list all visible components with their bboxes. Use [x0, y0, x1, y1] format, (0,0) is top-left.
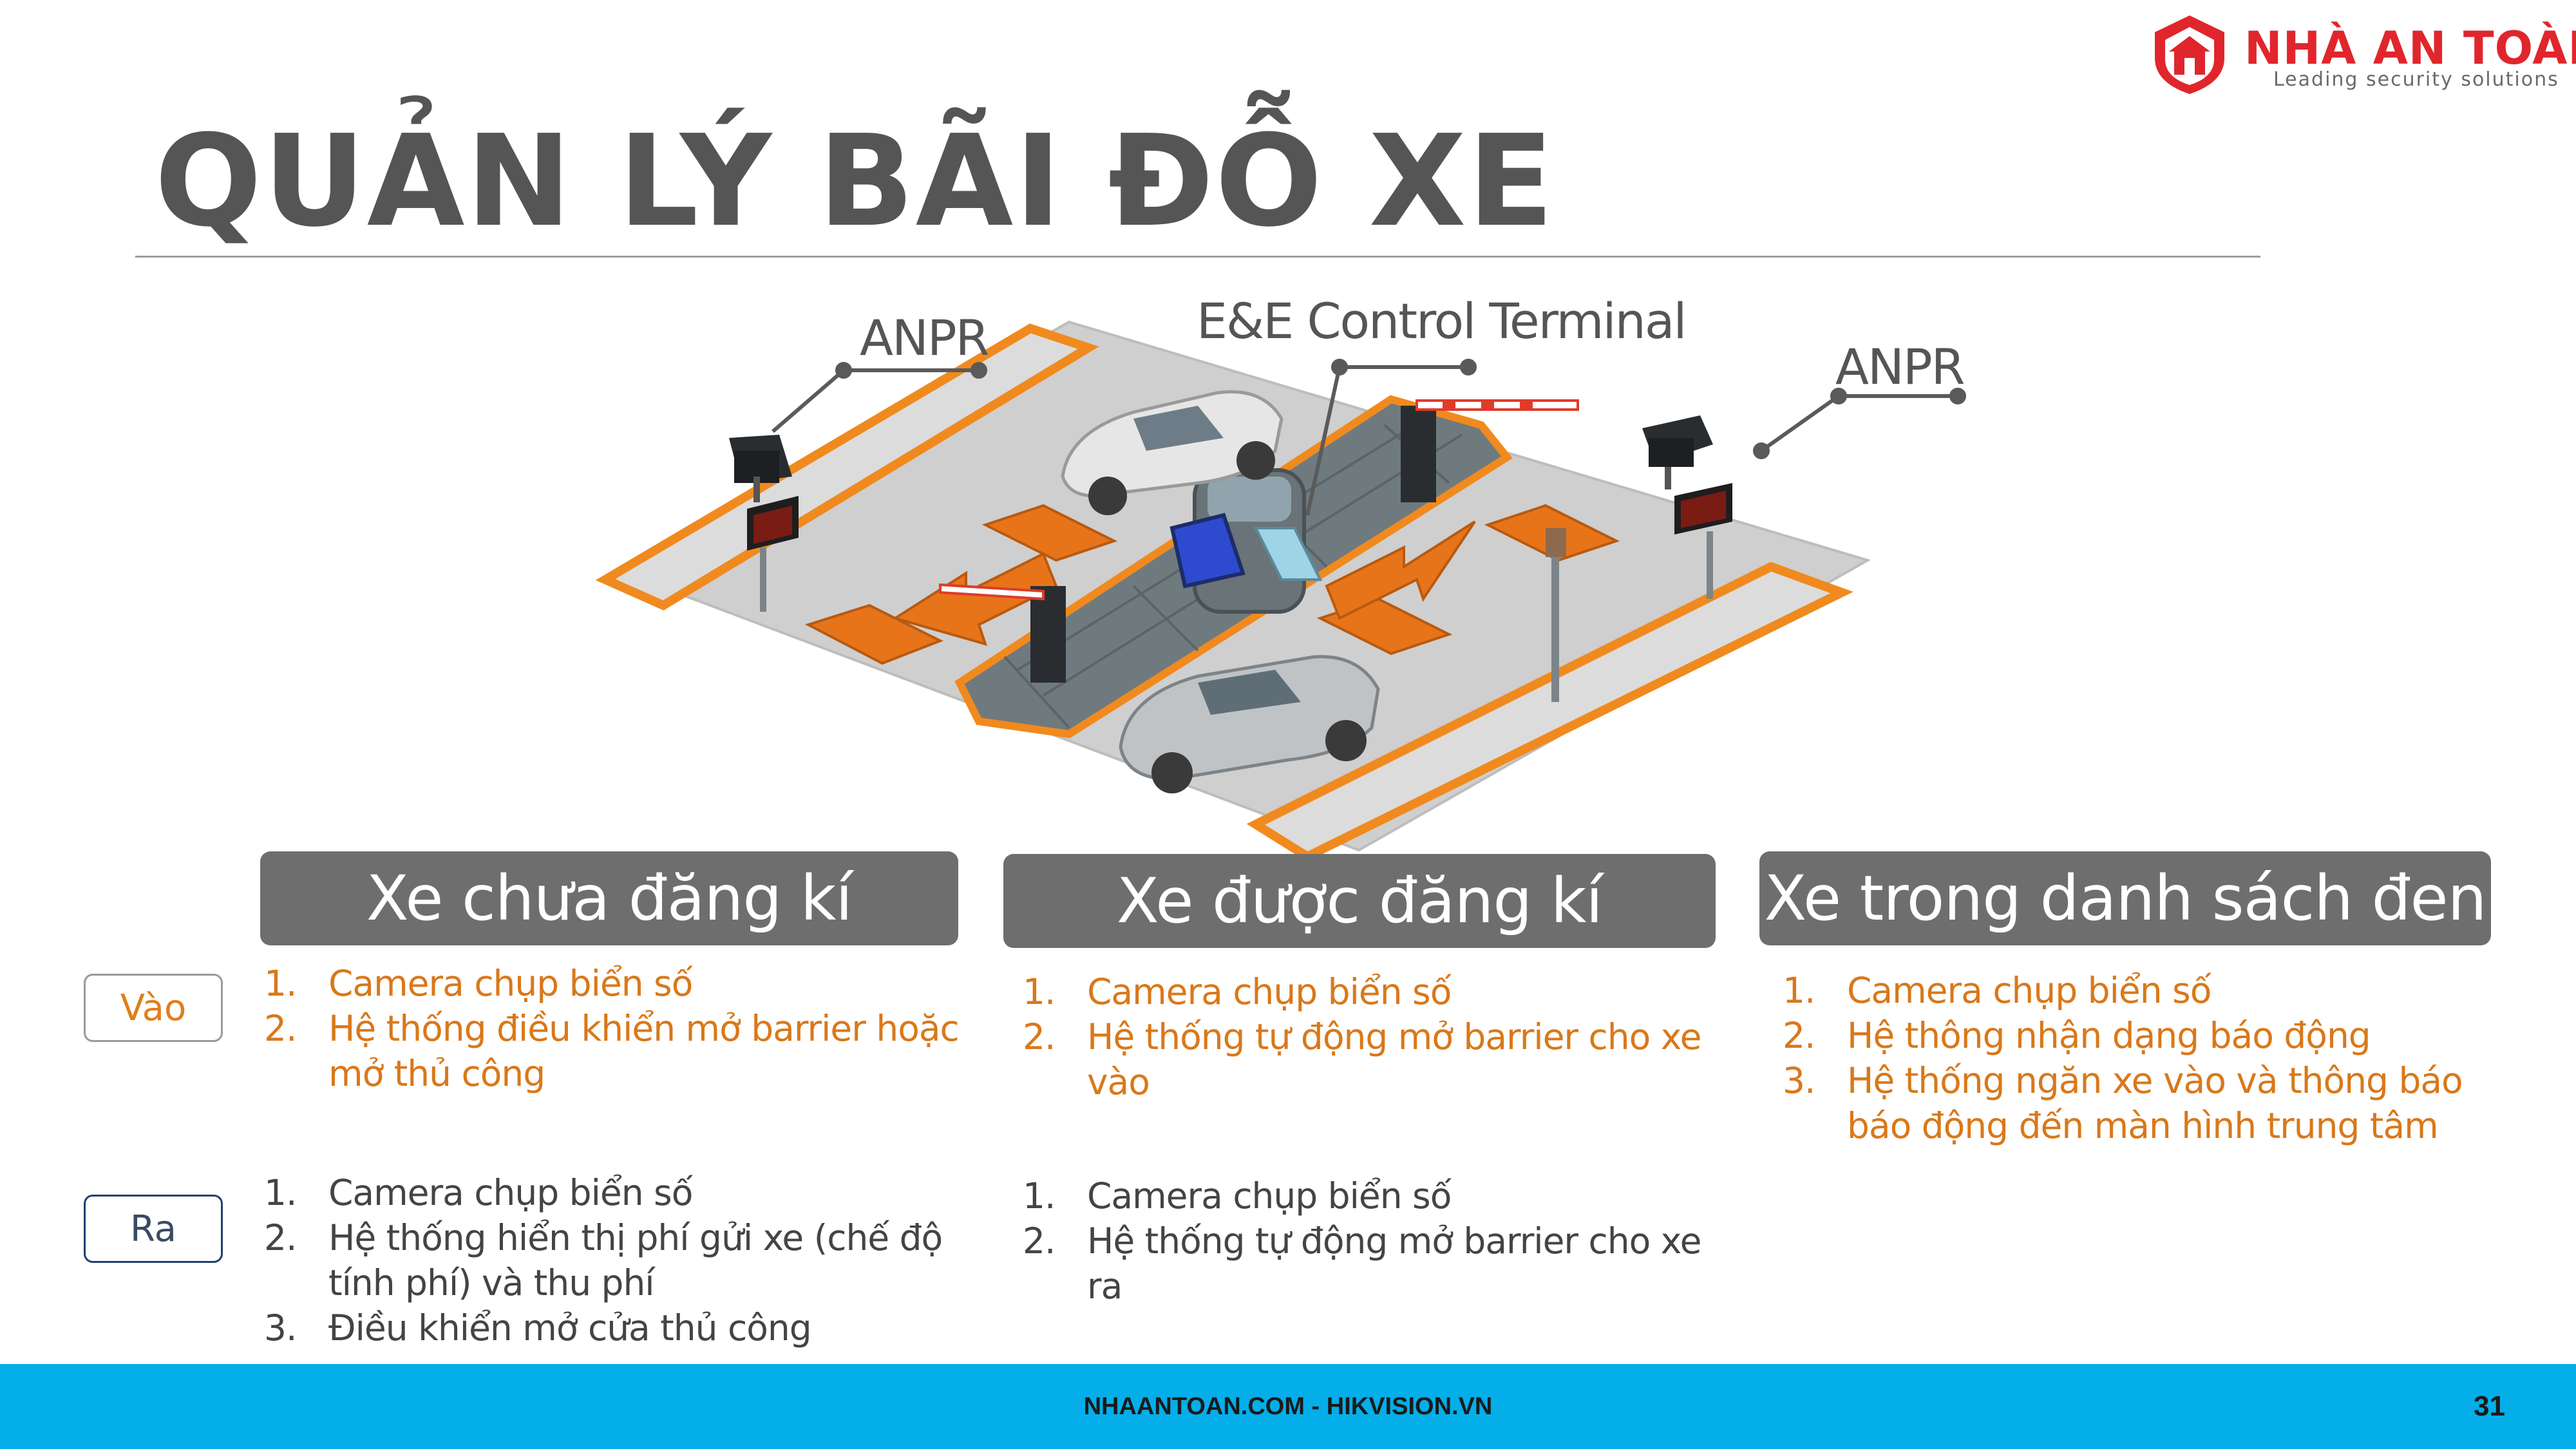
list-item: 1.Camera chụp biển số	[264, 963, 693, 1004]
anpr-camera-icon	[1642, 415, 1713, 489]
row-label-exit: Ra	[84, 1195, 223, 1263]
list-item: 1.Camera chụp biển số	[1023, 971, 1452, 1012]
entry-steps-unregistered: 1.Camera chụp biển số 2.Hệ thống điều kh…	[264, 961, 985, 1096]
arrow-icon	[1325, 520, 1476, 620]
logo-name: NHÀ AN TOÀN	[2244, 22, 2576, 75]
entry-steps-registered: 1.Camera chụp biển số 2.Hệ thống tự động…	[1023, 969, 1712, 1104]
title-divider	[135, 256, 2260, 258]
list-item: 2.Hệ thống tự động mở barrier cho xe ra	[1023, 1220, 1701, 1307]
parking-lot-diagram: ANPR E&E Control Terminal ANPR	[580, 283, 2061, 863]
anpr-right-label: ANPR	[1835, 338, 1965, 395]
list-item: 3.Hệ thống ngăn xe vào và thông báo báo …	[1783, 1060, 2463, 1146]
brand-logo: NHÀ AN TOÀN Leading security solutions	[2151, 13, 2576, 97]
row-label-entry: Vào	[84, 974, 223, 1042]
exit-steps-registered: 1.Camera chụp biển số 2.Hệ thống tự động…	[1023, 1173, 1744, 1309]
footer-bar: NHAANTOAN.COM - HIKVISION.VN 31	[0, 1364, 2576, 1449]
list-item: 3.Điều khiển mở cửa thủ công	[264, 1307, 812, 1349]
header-unregistered: Xe chưa đăng kí	[260, 851, 958, 945]
card-reader-icon	[1546, 528, 1566, 702]
list-item: 2.Hệ thông nhận dạng báo động	[1783, 1015, 2371, 1056]
logo-tagline: Leading security solutions	[2273, 68, 2559, 91]
parking-illustration	[595, 320, 1966, 862]
list-item: 2.Hệ thống điều khiển mở barrier hoặc mở…	[264, 1008, 960, 1094]
page-title: QUẢN LÝ BÃI ĐỖ XE	[155, 108, 1555, 255]
left-curb	[595, 323, 1099, 611]
entry-steps-blacklist: 1.Camera chụp biển số 2.Hệ thông nhận dạ…	[1783, 968, 2491, 1148]
list-item: 1.Camera chụp biển số	[1023, 1175, 1452, 1217]
footer-text: NHAANTOAN.COM - HIKVISION.VN	[1083, 1392, 1493, 1420]
led-display-icon	[1674, 483, 1732, 599]
led-display-icon	[747, 496, 799, 612]
header-registered: Xe được đăng kí	[1003, 854, 1716, 948]
arrow-icon	[892, 552, 1058, 646]
list-item: 2.Hệ thống hiển thị phí gửi xe (chế độ t…	[264, 1217, 943, 1303]
page-number: 31	[2474, 1390, 2505, 1422]
car-icon	[1061, 390, 1283, 515]
barrier-gate-icon	[1401, 399, 1579, 502]
terminal-label: E&E Control Terminal	[1197, 292, 1687, 350]
card-reader-icon	[1170, 513, 1323, 589]
barrier-gate-icon	[939, 583, 1066, 683]
anpr-camera-icon	[729, 435, 792, 502]
list-item: 2.Hệ thống tự động mở barrier cho xe vào	[1023, 1016, 1701, 1103]
list-item: 1.Camera chụp biển số	[264, 1172, 693, 1213]
exit-steps-unregistered: 1.Camera chụp biển số 2.Hệ thống hiển th…	[264, 1170, 985, 1350]
list-item: 1.Camera chụp biển số	[1783, 970, 2211, 1011]
header-blacklist: Xe trong danh sách đen	[1759, 851, 2491, 945]
house-shield-icon	[2155, 15, 2224, 94]
anpr-left-label: ANPR	[860, 309, 989, 366]
car-icon	[1119, 655, 1380, 793]
right-curb	[1246, 562, 1853, 862]
